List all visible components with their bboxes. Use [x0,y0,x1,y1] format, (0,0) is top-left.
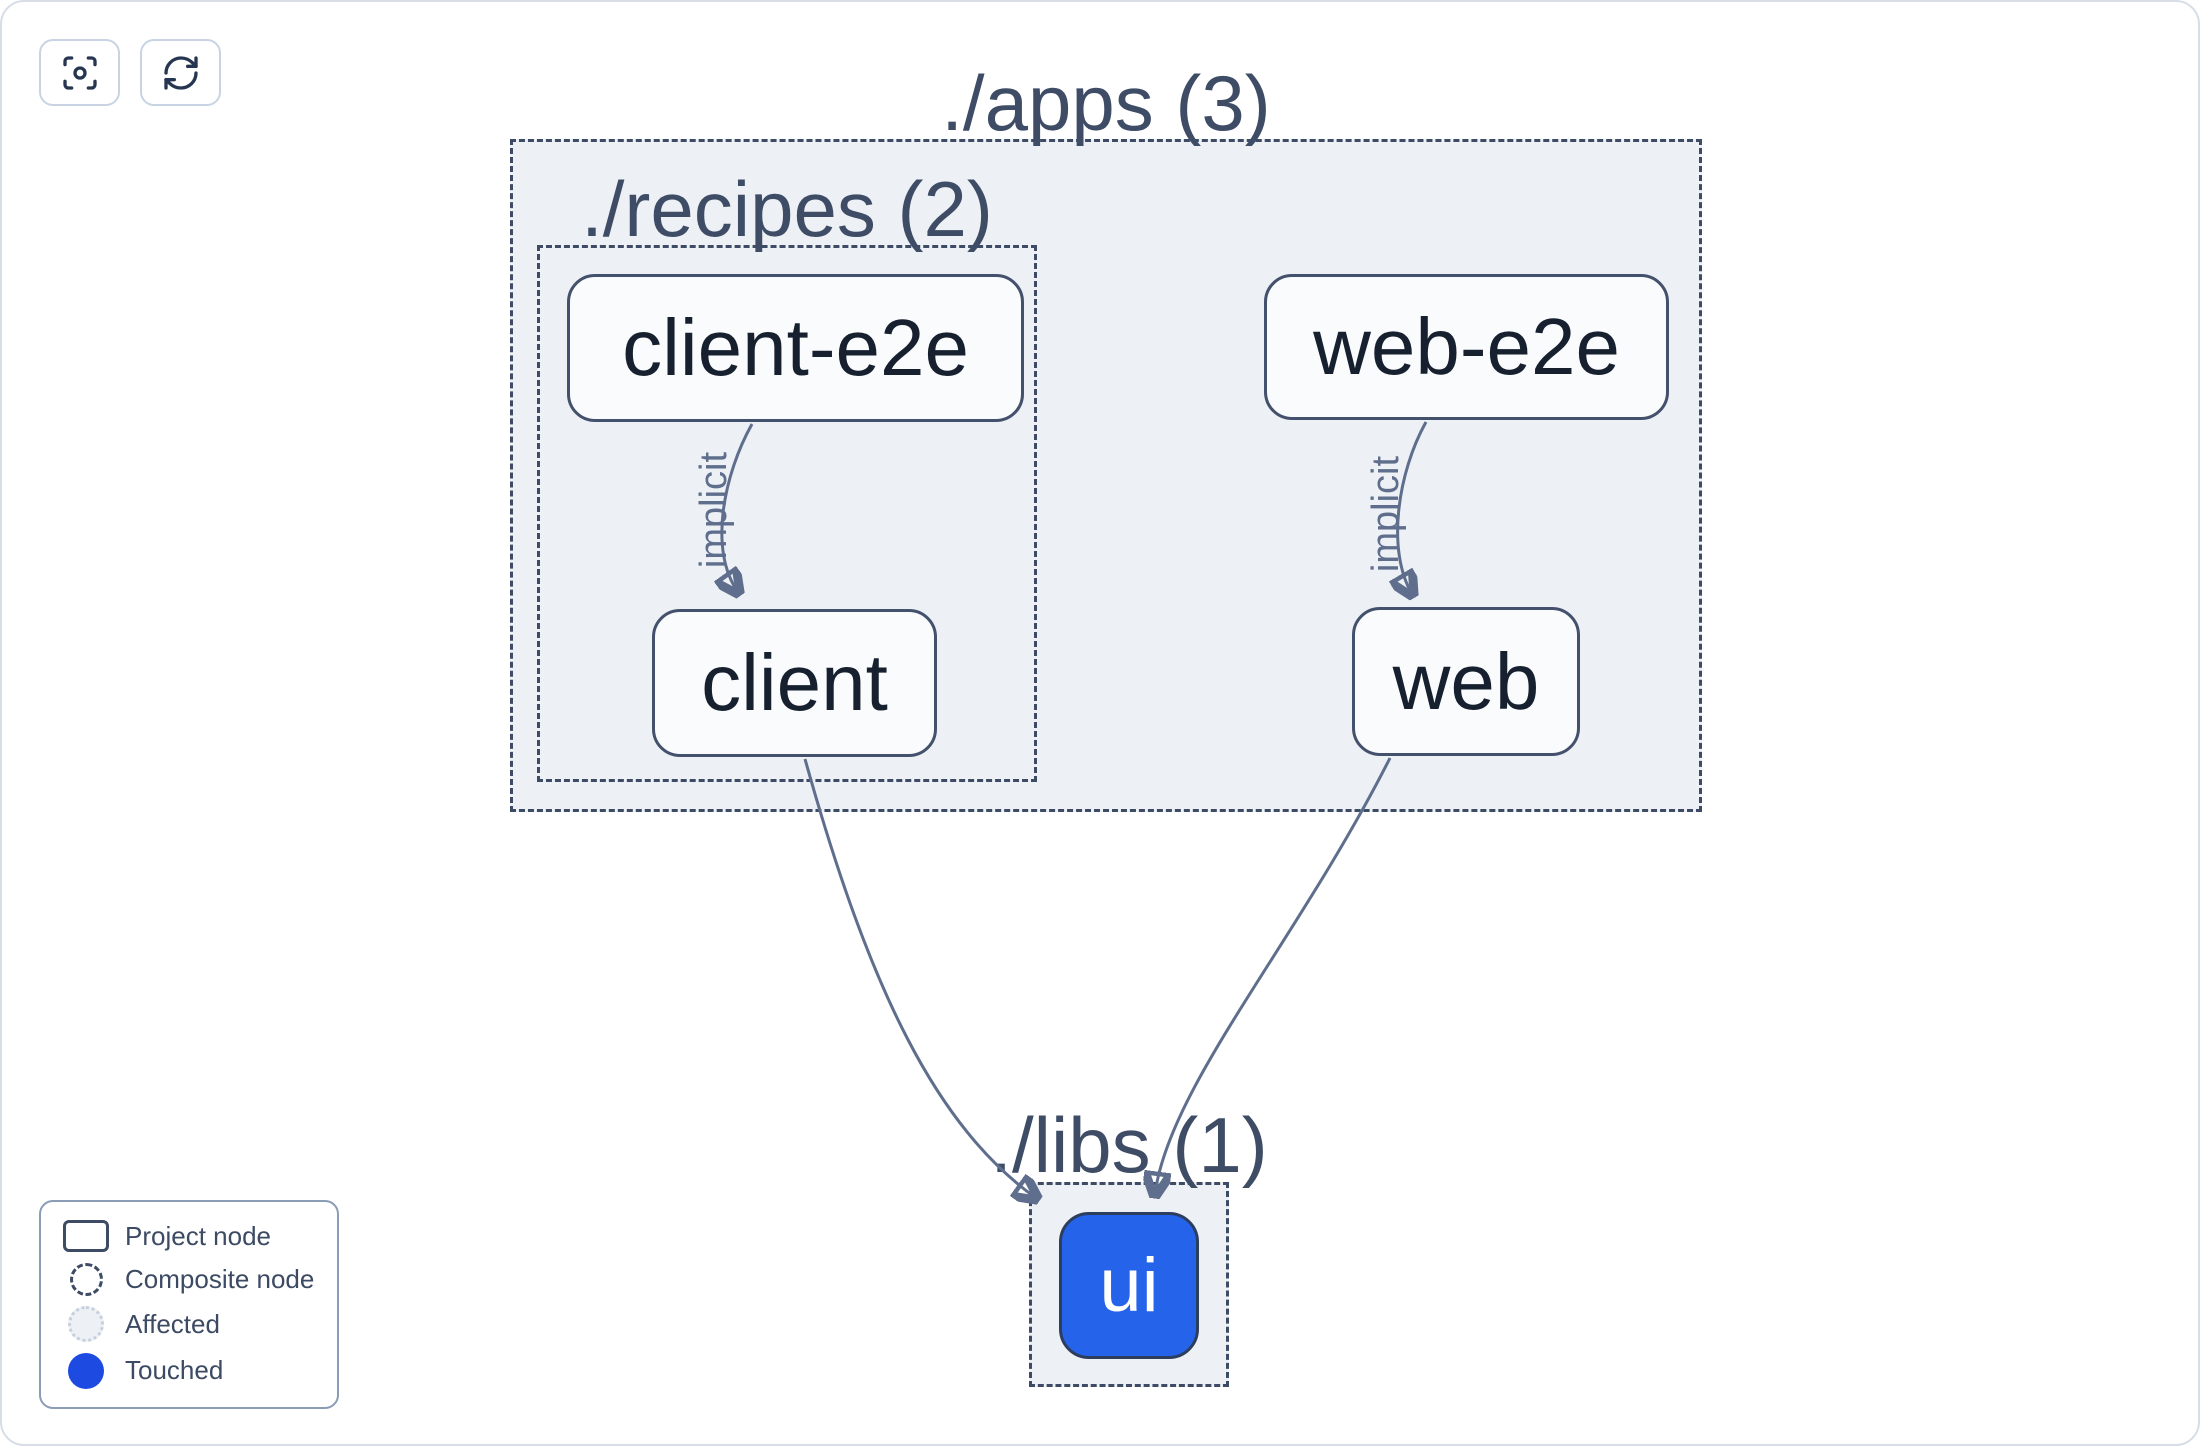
edge-label-implicit-client: implicit [693,452,735,569]
legend-item-composite-node: Composite node [55,1262,323,1296]
legend-panel: Project node Composite node Affected Tou… [39,1200,339,1409]
touched-swatch [68,1352,104,1389]
node-web-e2e[interactable]: web-e2e [1264,274,1669,420]
legend-label: Project node [125,1220,271,1251]
edge-web-to-ui [1155,757,1392,1194]
affected-swatch [68,1306,104,1343]
node-client[interactable]: client [652,609,937,757]
node-web[interactable]: web [1352,607,1580,756]
edge-client-to-ui [803,758,1036,1198]
legend-item-affected: Affected [55,1306,323,1343]
node-web-label: web [1392,636,1540,726]
edge-web-e2e-to-web [1398,421,1428,594]
legend-label: Touched [125,1355,224,1386]
node-client-e2e[interactable]: client-e2e [567,274,1024,422]
node-client-e2e-label: client-e2e [622,303,969,392]
edge-label-implicit-web: implicit [1365,456,1407,573]
legend-label: Composite node [125,1263,315,1294]
refresh-graph-button[interactable] [140,39,221,106]
refresh-icon [163,55,198,90]
focus-center-icon [62,55,97,90]
legend-item-touched: Touched [55,1352,323,1389]
legend-item-project-node: Project node [55,1220,323,1253]
node-ui-label: ui [1099,1243,1159,1328]
node-ui-touched[interactable]: ui [1059,1212,1199,1359]
project-node-swatch [63,1220,109,1253]
node-client-label: client [701,638,888,727]
legend-label: Affected [125,1308,220,1339]
node-web-e2e-label: web-e2e [1313,302,1620,391]
edge-client-e2e-to-client [722,423,754,592]
composite-node-swatch [69,1262,103,1296]
focus-graph-button[interactable] [39,39,120,106]
